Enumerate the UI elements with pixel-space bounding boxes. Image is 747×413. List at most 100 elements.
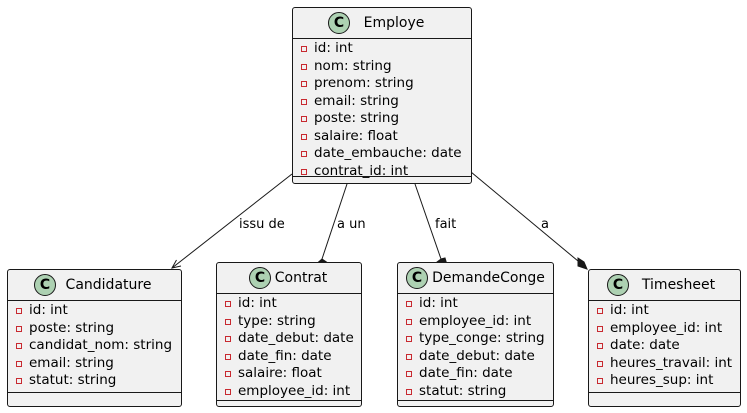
class-demandeconge[interactable]: C DemandeConge id: int employee_id: int …: [397, 262, 554, 407]
private-visibility-icon: [16, 308, 22, 314]
private-visibility-icon: [16, 378, 22, 384]
methods-separator: [589, 392, 740, 393]
class-stereotype-icon: C: [328, 12, 350, 34]
methods-separator: [398, 400, 553, 401]
attribute-row: date_debut: date: [398, 348, 553, 366]
attribute-row: type_conge: string: [398, 330, 553, 348]
private-visibility-icon: [16, 360, 22, 367]
attribute-row: date: date: [589, 337, 740, 355]
class-stereotype-icon: C: [406, 267, 428, 289]
attribute-list: id: int employee_id: int type_conge: str…: [398, 294, 553, 400]
relation-label-candidature: issu de: [239, 217, 285, 232]
class-timesheet[interactable]: C Timesheet id: int employee_id: int dat…: [588, 269, 741, 407]
private-visibility-icon: [225, 301, 231, 307]
attribute-row: date_debut: date: [217, 330, 361, 348]
private-visibility-icon: [597, 308, 603, 314]
class-name: DemandeConge: [432, 270, 545, 286]
relation-line-contrat: [321, 183, 348, 260]
private-visibility-icon: [225, 353, 231, 360]
class-header: C Candidature: [8, 270, 181, 301]
private-visibility-icon: [225, 318, 231, 325]
private-visibility-icon: [301, 98, 307, 105]
private-visibility-icon: [225, 336, 231, 342]
methods-separator: [8, 392, 181, 393]
composition-diamond-timesheet: [577, 257, 588, 270]
attribute-row: id: int: [293, 40, 471, 58]
attribute-row: nom: string: [293, 58, 471, 76]
private-visibility-icon: [16, 325, 22, 332]
private-visibility-icon: [597, 378, 603, 384]
attribute-row: contrat_id: int: [293, 163, 471, 181]
attribute-row: salaire: float: [217, 365, 361, 383]
attribute-row: heures_sup: int: [589, 372, 740, 390]
attribute-row: id: int: [398, 295, 553, 313]
private-visibility-icon: [225, 371, 231, 377]
methods-separator: [293, 176, 471, 177]
attribute-row: poste: string: [8, 320, 181, 338]
private-visibility-icon: [597, 360, 603, 367]
relation-label-timesheet: a: [541, 217, 549, 232]
private-visibility-icon: [406, 336, 412, 342]
attribute-row: employee_id: int: [589, 320, 740, 338]
class-name: Candidature: [65, 277, 152, 293]
attribute-row: date_fin: date: [217, 348, 361, 366]
class-header: C DemandeConge: [398, 263, 553, 294]
attribute-row: poste: string: [293, 110, 471, 128]
attribute-row: statut: string: [8, 372, 181, 390]
class-stereotype-icon: C: [34, 274, 56, 296]
relation-line-candidature: [171, 173, 293, 269]
class-name: Timesheet: [641, 277, 716, 293]
class-header: C Employe: [293, 8, 471, 39]
private-visibility-icon: [301, 116, 307, 122]
class-name: Contrat: [274, 270, 328, 286]
private-visibility-icon: [597, 343, 603, 349]
private-visibility-icon: [301, 81, 307, 87]
attribute-row: date_embauche: date: [293, 145, 471, 163]
class-candidature[interactable]: C Candidature id: int poste: string cand…: [7, 269, 182, 407]
attribute-row: id: int: [8, 302, 181, 320]
private-visibility-icon: [406, 301, 412, 307]
attribute-row: type: string: [217, 313, 361, 331]
attribute-list: id: int poste: string candidat_nom: stri…: [8, 301, 181, 390]
attribute-row: prenom: string: [293, 75, 471, 93]
attribute-row: employee_id: int: [217, 383, 361, 401]
attribute-row: date_fin: date: [398, 365, 553, 383]
attribute-row: email: string: [8, 355, 181, 373]
attribute-row: salaire: float: [293, 128, 471, 146]
private-visibility-icon: [406, 318, 412, 325]
private-visibility-icon: [301, 63, 307, 70]
private-visibility-icon: [301, 133, 307, 140]
class-name: Employe: [363, 15, 425, 31]
methods-separator: [217, 400, 361, 401]
private-visibility-icon: [406, 353, 412, 360]
attribute-row: statut: string: [398, 383, 553, 401]
private-visibility-icon: [16, 343, 22, 349]
class-employe[interactable]: C Employe id: int nom: string prenom: st…: [292, 7, 472, 184]
arrowhead-candidature: [171, 259, 182, 269]
attribute-row: id: int: [217, 295, 361, 313]
attribute-list: id: int nom: string prenom: string email…: [293, 39, 471, 180]
attribute-row: employee_id: int: [398, 313, 553, 331]
class-stereotype-icon: C: [249, 267, 271, 289]
private-visibility-icon: [301, 168, 307, 175]
class-stereotype-icon: C: [607, 274, 629, 296]
class-header: C Contrat: [217, 263, 361, 294]
attribute-row: candidat_nom: string: [8, 337, 181, 355]
relation-line-demandeconge: [414, 183, 442, 260]
attribute-row: heures_travail: int: [589, 355, 740, 373]
attribute-row: email: string: [293, 93, 471, 111]
private-visibility-icon: [406, 371, 412, 377]
private-visibility-icon: [406, 388, 412, 395]
class-contrat[interactable]: C Contrat id: int type: string date_debu…: [216, 262, 362, 407]
private-visibility-icon: [597, 325, 603, 332]
relation-line-timesheet: [470, 171, 579, 262]
attribute-row: id: int: [589, 302, 740, 320]
class-header: C Timesheet: [589, 270, 740, 301]
private-visibility-icon: [301, 46, 307, 52]
attribute-list: id: int employee_id: int date: date heur…: [589, 301, 740, 390]
private-visibility-icon: [225, 388, 231, 395]
relation-label-demandeconge: fait: [435, 217, 456, 232]
private-visibility-icon: [301, 151, 307, 157]
relation-label-contrat: a un: [337, 217, 366, 232]
